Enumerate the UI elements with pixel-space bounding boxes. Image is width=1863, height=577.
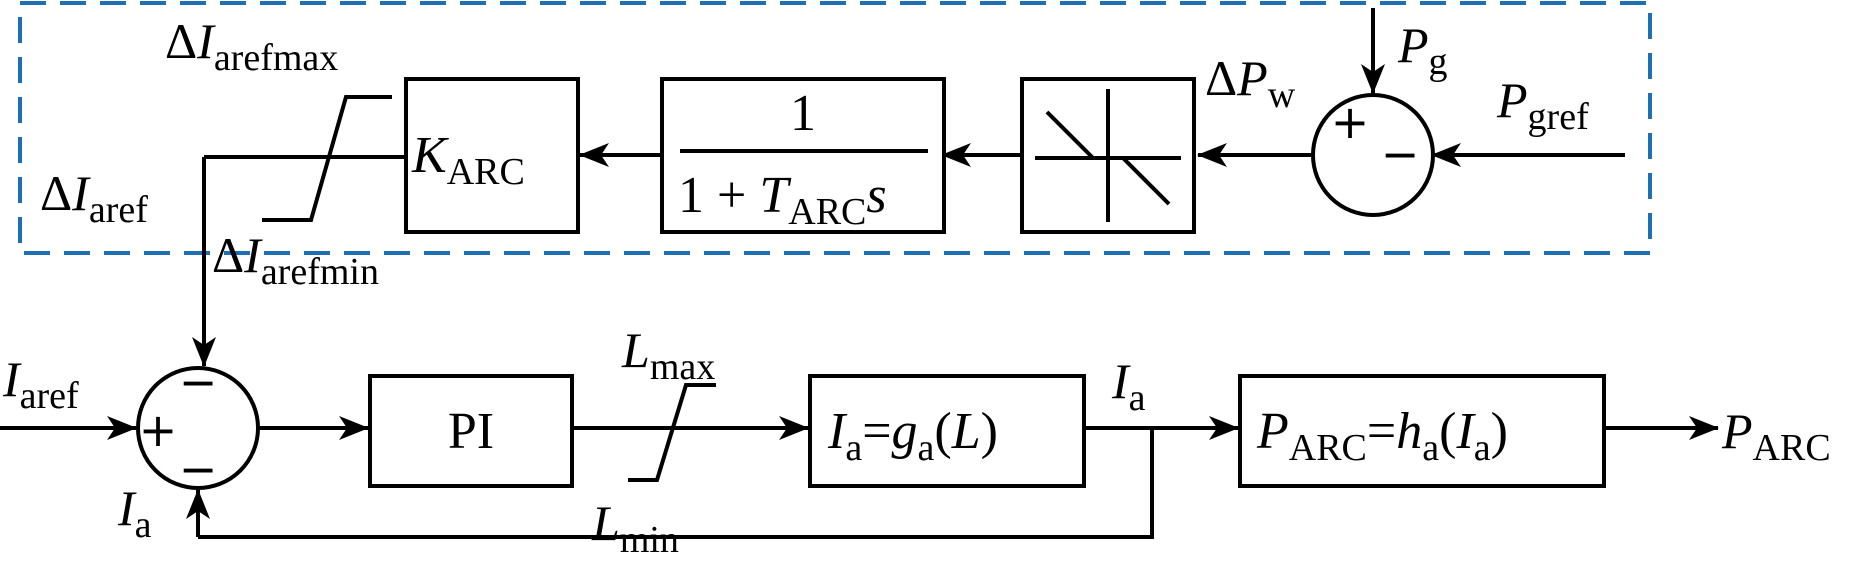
delta-pw-label: ΔPw [1205, 50, 1296, 116]
arc-current-function-label: Ia=ga(L) [827, 403, 998, 469]
ia-top-label: Ia [1111, 353, 1146, 419]
deadband-icon [1035, 89, 1181, 222]
pi-controller-block [368, 374, 574, 488]
bottom-sum-minus-bottom-sign: − [179, 442, 218, 496]
auxiliary-control-frame [18, 1, 1652, 255]
lmax-label: Lmax [621, 322, 715, 388]
delta-iaref-limiter-icon [262, 95, 392, 222]
ia-feedback-line [198, 428, 1154, 539]
delta-iarefmax-label: ΔIarefmax [165, 13, 338, 79]
bottom-sum-plus-sign: + [139, 403, 178, 457]
arc-power-function-label: PARC=ha(Ia) [1256, 403, 1508, 469]
arc-power-function-block [1238, 374, 1606, 488]
delta-iarefmin-label: ΔIarefmin [212, 227, 379, 293]
lowpass-filter-block [660, 77, 946, 234]
length-limiter-icon [628, 383, 716, 482]
pgref-label: Pgref [1496, 72, 1589, 138]
pg-label: Pg [1397, 17, 1448, 83]
arc-current-function-block [808, 374, 1086, 488]
filter-numerator: 1 [790, 85, 816, 142]
iaref-label: Iaref [2, 351, 79, 417]
lmin-label: Lmin [591, 495, 679, 561]
top-sum-plus-sign: + [1331, 95, 1370, 149]
ia-feedback-label: Ia [117, 480, 152, 546]
bottom-sum-minus-top-sign: − [179, 355, 218, 409]
pi-label: PI [448, 403, 494, 460]
gain-label: KARC [411, 127, 525, 193]
parc-label: PARC [1721, 403, 1831, 469]
gain-block [404, 77, 580, 234]
filter-denominator: 1 + TARCs [678, 167, 887, 233]
top-sum-minus-sign: − [1381, 127, 1420, 181]
delta-iaref-label: ΔIaref [40, 165, 148, 231]
